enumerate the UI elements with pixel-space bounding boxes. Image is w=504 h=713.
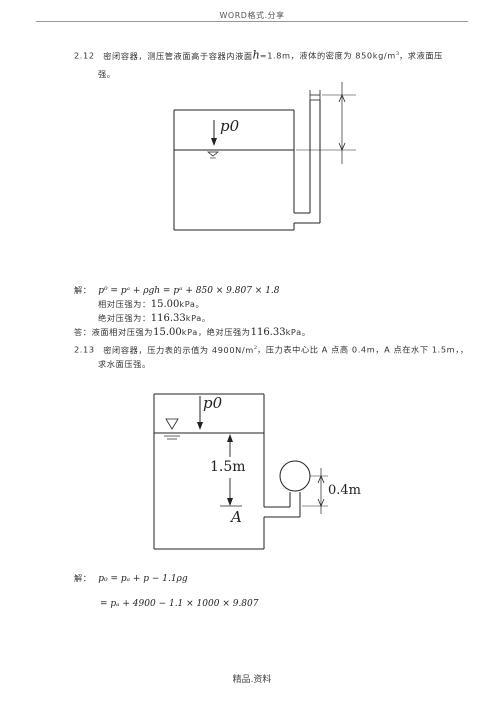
- problem-number: 2.13: [74, 344, 95, 355]
- problem-2-12: 2.12 密闭容器，测压管液面高于容器内液面h=1.8m，液体的密度为 850k…: [74, 48, 443, 62]
- water-level-icon: [165, 418, 179, 430]
- figure-closed-tank-piezometer: [173, 82, 356, 231]
- problem-number: 2.12: [74, 50, 95, 61]
- fig2-point-a-label: A: [231, 508, 242, 526]
- surface-marker-icon: [207, 151, 219, 157]
- problem-2-12-line2: 强。: [98, 69, 116, 79]
- problem-text-c: ，求液面压: [399, 50, 443, 61]
- formula: p⁰ = pᵃ + ρgh = pᵃ + 850 × 9.807 × 1.8: [98, 286, 280, 296]
- figure-closed-tank-gauge: [153, 393, 328, 550]
- absolute-pressure-line: 绝对压强为：116.33kPa。: [98, 313, 211, 324]
- fig2-p0-label: p0: [203, 394, 223, 412]
- problem-2-13-line2: 求水面压强。: [98, 359, 151, 369]
- h-symbol: h: [252, 48, 260, 62]
- answer-2-12: 答：液面相对压强为15.00kPa，绝对压强为116.33kPa。: [74, 327, 311, 338]
- problem-text-b: =1.8m，液体的密度为 850kg/m: [259, 50, 396, 61]
- page-footer: 精品.资料: [232, 675, 272, 685]
- problem-2-13: 2.13 密闭容器，压力表的示值为 4900N/m2，压力表中心比 A 点高 0…: [74, 344, 469, 355]
- absolute-pressure-value: 116.33: [150, 313, 186, 324]
- problem-text-a: 密闭容器，测压管液面高于容器内液面: [103, 50, 253, 61]
- header-rule: [36, 21, 468, 22]
- fig1-p0-label: p0: [220, 117, 240, 135]
- relative-pressure-value: 15.00: [150, 299, 180, 310]
- page-header: WORD格式.分享: [219, 11, 285, 20]
- solution-2-13-line1: 解： p₀ = pₐ + p − 1.1ρg: [74, 573, 188, 584]
- solution-2-12-formula: 解： p⁰ = pᵃ + ρgh = pᵃ + 850 × 9.807 × 1.…: [74, 284, 280, 297]
- fig2-1-5m-label: 1.5m: [210, 459, 246, 475]
- solution-2-13-line2: = pₐ + 4900 − 1.1 × 1000 × 9.807: [100, 599, 259, 609]
- solution-prefix: 解：: [74, 285, 92, 295]
- problem-sup: 3: [395, 51, 399, 57]
- fig2-0-4m-label: 0.4m: [328, 483, 362, 498]
- relative-pressure-line: 相对压强为：15.00kPa。: [98, 299, 205, 310]
- pressure-gauge-icon: [279, 460, 311, 492]
